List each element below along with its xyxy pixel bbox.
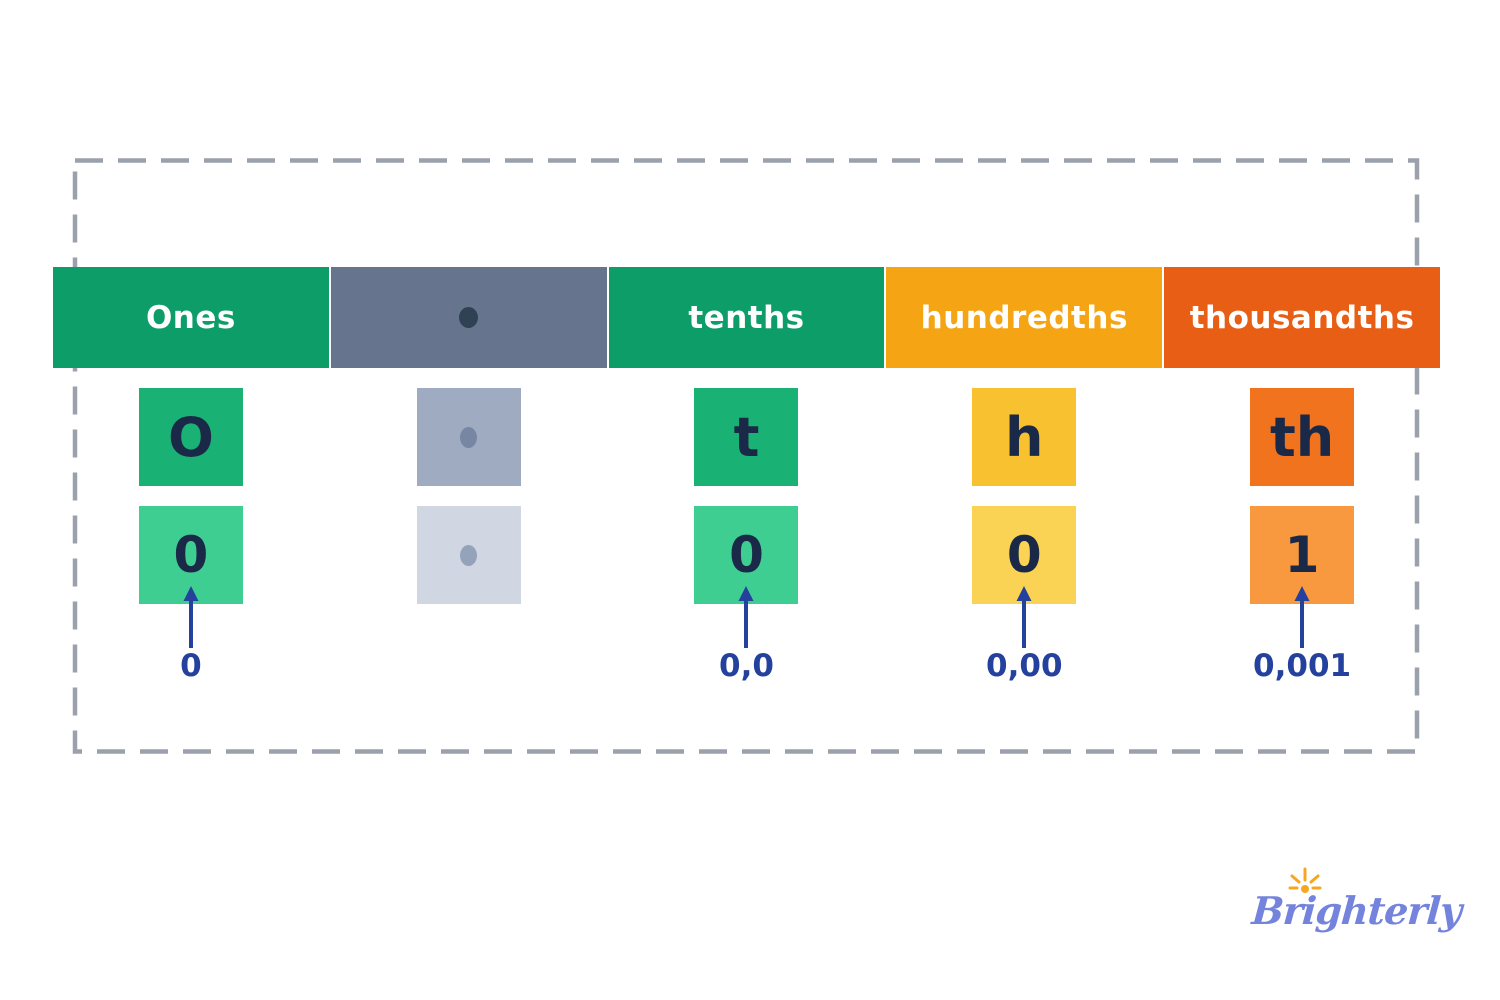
abbr-tile-tenths: t bbox=[694, 388, 799, 486]
decimal-point-icon bbox=[460, 426, 478, 448]
abbr-tile-ones: O bbox=[138, 388, 243, 486]
value-label-thousandths: 0,001 bbox=[1253, 648, 1352, 684]
header-ones-label: Ones bbox=[145, 299, 236, 336]
abbr-thousandths: th bbox=[1269, 405, 1335, 469]
column-thousandths: th 1 0,001 bbox=[1164, 388, 1440, 688]
decimal-point-icon bbox=[460, 544, 478, 566]
column-ones: O 0 0 bbox=[53, 388, 329, 688]
column-decimal-point bbox=[331, 388, 607, 688]
brighterly-logo: Brighterly bbox=[1250, 867, 1463, 948]
header-tenths: tenths bbox=[608, 267, 885, 368]
digit-tile-hundredths: 0 bbox=[972, 506, 1077, 604]
digit-tenths: 0 bbox=[729, 526, 764, 584]
header-ones: Ones bbox=[53, 267, 329, 368]
arrow-up-icon bbox=[1294, 586, 1310, 648]
value-label-tenths: 0,0 bbox=[719, 648, 774, 684]
digit-hundredths: 0 bbox=[1006, 526, 1042, 584]
arrow-up-icon bbox=[183, 586, 199, 648]
column-hundredths: h 0 0,00 bbox=[886, 388, 1162, 688]
header-thousandths: thousandths bbox=[1164, 267, 1440, 368]
header-hundredths: hundredths bbox=[886, 267, 1163, 368]
abbr-tile-hundredths: h bbox=[972, 388, 1077, 486]
sun-icon bbox=[1288, 867, 1322, 893]
column-tenths: t 0 0,0 bbox=[609, 388, 885, 688]
value-label-ones: 0 bbox=[180, 648, 202, 684]
header-tenths-label: tenths bbox=[688, 299, 805, 336]
abbr-tile-decimal-point bbox=[416, 388, 521, 486]
header-decimal-point bbox=[330, 267, 607, 368]
digit-ones: 0 bbox=[173, 526, 209, 584]
abbr-hundredths: h bbox=[1005, 405, 1044, 469]
abbr-tenths: t bbox=[733, 405, 760, 469]
decimal-point-icon bbox=[459, 307, 479, 328]
header-row: Ones tenths hundredths thousandths bbox=[53, 267, 1440, 368]
header-thousandths-label: thousandths bbox=[1189, 299, 1415, 336]
digit-tile-decimal-point bbox=[416, 506, 521, 604]
brighterly-logo-text: Brighterly bbox=[1250, 888, 1463, 933]
arrow-up-icon bbox=[1016, 586, 1032, 648]
abbr-tile-thousandths: th bbox=[1250, 388, 1355, 486]
value-label-hundredths: 0,00 bbox=[986, 648, 1063, 684]
tile-columns: O 0 0 t 0 bbox=[53, 388, 1440, 688]
arrow-up-icon bbox=[738, 586, 754, 648]
abbr-ones: O bbox=[167, 405, 214, 469]
header-hundredths-label: hundredths bbox=[920, 299, 1128, 336]
digit-thousandths: 1 bbox=[1284, 526, 1320, 584]
